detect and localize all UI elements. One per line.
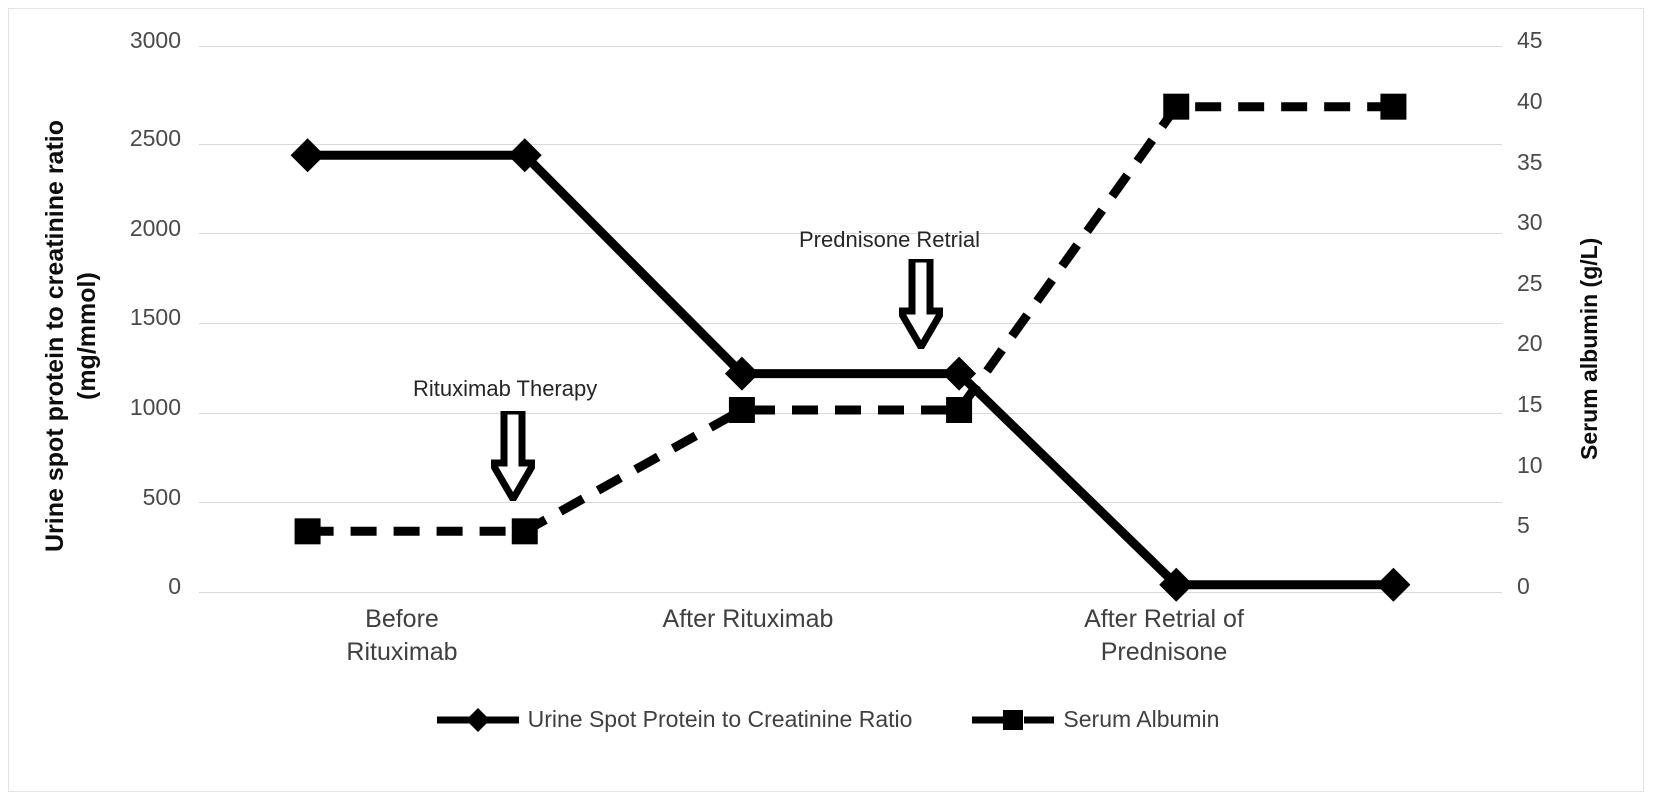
gridline-0 xyxy=(199,592,1502,593)
left-axis-tick-0: 0 xyxy=(168,573,181,599)
left-axis-tick-500: 500 xyxy=(142,484,181,510)
legend-upcr-swatch-icon xyxy=(436,707,519,732)
right-axis-tick-40: 40 xyxy=(1517,88,1543,114)
right-axis-tick-10: 10 xyxy=(1517,452,1543,478)
left-axis-tick-3000: 3000 xyxy=(129,27,181,53)
upcr-line xyxy=(307,150,1394,590)
chart-legend: Urine Spot Protein to Creatinine Ratio S… xyxy=(9,706,1645,733)
upcr-data-point xyxy=(942,356,977,391)
left-axis-tick-1000: 1000 xyxy=(129,394,181,420)
left-axis-title: Urine spot protein to creatinine ratio (… xyxy=(41,120,101,552)
serum-albumin-data-point xyxy=(728,397,755,423)
gridline-3000 xyxy=(199,46,1502,47)
down-arrow-icon xyxy=(491,411,535,501)
left-axis-tick-2000: 2000 xyxy=(129,215,181,241)
serum-albumin-data-point xyxy=(946,397,973,423)
chart-frame: Urine spot protein to creatinine ratio (… xyxy=(8,8,1644,792)
right-axis-tick-5: 5 xyxy=(1517,512,1530,538)
category-label-after-rituximab: After Rituximab xyxy=(662,605,834,633)
right-axis-tick-25: 25 xyxy=(1517,270,1543,296)
category-label-before-rituximab: Before Rituximab xyxy=(346,605,458,666)
gridline-500 xyxy=(199,502,1502,503)
upcr-data-point xyxy=(507,138,542,173)
serum-albumin-data-point xyxy=(1163,93,1190,120)
right-axis-tick-0: 0 xyxy=(1517,573,1530,599)
right-axis-tick-30: 30 xyxy=(1517,209,1543,235)
series-layer xyxy=(290,93,1411,602)
gridline-2500 xyxy=(199,144,1502,145)
left-axis-tick-1500: 1500 xyxy=(129,304,181,330)
serum-albumin-data-point xyxy=(1380,93,1407,120)
gridline-1500 xyxy=(199,323,1502,324)
serum-albumin-line xyxy=(307,102,1394,536)
category-label-after-retrial-of-prednisone: After Retrial of Prednisone xyxy=(1084,605,1244,666)
serum-albumin-markers xyxy=(294,93,1407,545)
plot-area xyxy=(199,46,1502,602)
upcr-data-point xyxy=(724,356,759,391)
serum-albumin-data-point xyxy=(294,518,321,545)
legend-item-upcr[interactable]: Urine Spot Protein to Creatinine Ratio xyxy=(435,706,913,733)
down-arrow-icon xyxy=(899,259,943,349)
right-axis-tick-15: 15 xyxy=(1517,391,1543,417)
legend-label-upcr: Urine Spot Protein to Creatinine Ratio xyxy=(527,706,913,732)
left-axis-tick-2500: 2500 xyxy=(129,125,181,151)
right-axis-tick-35: 35 xyxy=(1517,149,1543,175)
annotation-rituximab-therapy-label: Rituximab Therapy xyxy=(413,376,598,401)
gridline-2000 xyxy=(199,233,1502,234)
legend-item-serum-albumin[interactable]: Serum Albumin xyxy=(970,706,1219,733)
serum-albumin-data-point xyxy=(511,518,538,545)
upcr-data-point xyxy=(1376,567,1411,602)
upcr-data-point xyxy=(1159,567,1194,602)
legend-serum-albumin-swatch-icon xyxy=(972,709,1055,730)
upcr-data-point xyxy=(290,138,325,173)
upcr-markers xyxy=(290,138,1411,602)
legend-label-serum-albumin: Serum Albumin xyxy=(1063,706,1220,732)
right-axis-tick-20: 20 xyxy=(1517,330,1543,356)
annotation-prednisone-retrial-label: Prednisone Retrial xyxy=(799,227,980,252)
right-axis-tick-45: 45 xyxy=(1517,27,1543,53)
